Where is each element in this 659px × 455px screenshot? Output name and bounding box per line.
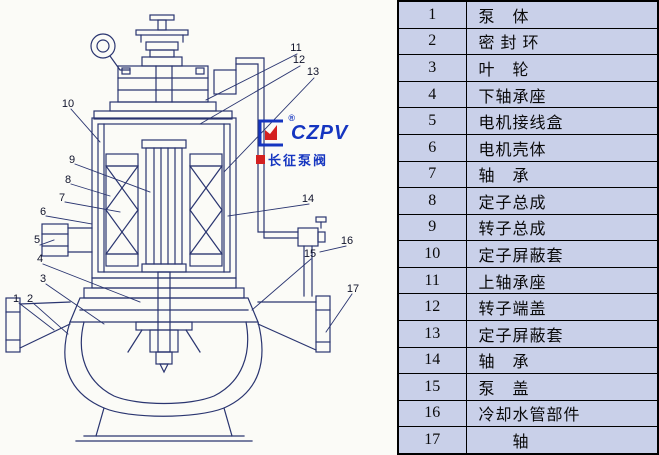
part-name: 密 封 环	[465, 27, 659, 56]
registered-mark: ®	[288, 113, 295, 123]
impeller	[127, 321, 201, 374]
pump-shaft	[157, 271, 171, 353]
callout-9: 9	[69, 154, 75, 166]
table-row: 12 转子端盖	[397, 293, 659, 321]
part-name: 电机壳体	[465, 133, 659, 162]
part-name: 电机接线盒	[465, 107, 659, 135]
part-number: 12	[397, 293, 467, 321]
callout-10: 10	[62, 98, 74, 110]
part-name: 下轴承座	[465, 80, 659, 109]
part-name: 轴 承	[465, 160, 659, 189]
callout-16: 16	[341, 235, 353, 247]
table-row: 14 轴 承	[397, 346, 659, 375]
pump-body-volute	[64, 321, 263, 417]
brand-logo-icon: ®	[256, 113, 295, 148]
table-row: 6 电机壳体	[397, 133, 659, 162]
callout-6: 6	[40, 206, 46, 218]
part-name: 泵 盖	[465, 373, 659, 401]
callout-11: 11	[290, 42, 301, 54]
part-number: 10	[397, 240, 467, 268]
callout-13: 13	[307, 66, 319, 78]
callout-numbers: 1 2 3 4 5 6 7 8 9 10 11 12 13 14 15 16 1…	[13, 42, 359, 305]
part-name: 冷却水管部件	[465, 399, 659, 428]
callout-4: 4	[37, 253, 43, 265]
brand-subtitle: 长征泵阀	[256, 150, 352, 169]
callout-2: 2	[27, 293, 33, 305]
discharge-flange	[257, 295, 331, 353]
part-number: 7	[397, 160, 467, 189]
pump-cover	[69, 297, 259, 323]
part-name: 轴	[465, 426, 659, 455]
table-row: 4 下轴承座	[397, 80, 659, 109]
callout-17: 17	[347, 283, 359, 295]
callout-3: 3	[40, 273, 46, 285]
stator-winding-right	[189, 153, 223, 267]
table-row: 9 转子总成	[397, 213, 659, 242]
table-row: 16 冷却水管部件	[397, 399, 659, 428]
cooling-water-valve	[297, 216, 327, 297]
callout-14: 14	[302, 193, 314, 205]
part-number: 15	[397, 373, 467, 401]
callout-7: 7	[59, 192, 65, 204]
brand-logo: ® CZPV 长征泵阀	[256, 113, 352, 169]
suction-flange	[5, 297, 71, 353]
brand-name: CZPV	[291, 121, 349, 144]
brand-seal-icon	[256, 155, 265, 164]
table-row: 5 电机接线盒	[397, 107, 659, 135]
table-row: 7 轴 承	[397, 160, 659, 189]
part-name: 转子端盖	[465, 293, 659, 321]
callout-8: 8	[65, 174, 71, 186]
part-number: 5	[397, 107, 467, 135]
callout-1: 1	[13, 293, 19, 305]
part-number: 1	[397, 0, 467, 29]
part-number: 4	[397, 80, 467, 109]
table-row: 11 上轴承座	[397, 266, 659, 295]
base-support	[75, 407, 253, 442]
brand-subtitle-text: 长征泵阀	[268, 153, 329, 168]
brand-logo-top: ® CZPV	[256, 113, 352, 148]
leader-lines	[18, 53, 353, 335]
lifting-ring	[90, 33, 131, 71]
callout-15: 15	[304, 248, 316, 260]
part-number: 9	[397, 213, 467, 242]
part-name: 转子总成	[465, 213, 659, 242]
part-name: 定子总成	[465, 187, 659, 215]
part-number: 14	[397, 346, 467, 375]
part-number: 3	[397, 54, 467, 82]
table-row: 15 泵 盖	[397, 373, 659, 401]
part-number: 8	[397, 187, 467, 215]
table-row: 8 定子总成	[397, 187, 659, 215]
part-name: 定子屏蔽套	[465, 319, 659, 348]
table-row: 17 轴	[397, 426, 659, 455]
terminal-box	[41, 223, 93, 257]
upper-bearing-seat	[93, 65, 233, 120]
part-number: 13	[397, 319, 467, 348]
table-row: 1 泵 体	[397, 0, 659, 29]
part-number: 6	[397, 133, 467, 162]
part-name: 叶 轮	[465, 54, 659, 82]
part-number: 2	[397, 27, 467, 56]
lifting-handle	[135, 14, 189, 67]
table-row: 3 叶 轮	[397, 54, 659, 82]
part-name: 上轴承座	[465, 266, 659, 295]
part-name: 轴 承	[465, 346, 659, 375]
part-number: 17	[397, 426, 467, 455]
callout-5: 5	[34, 234, 40, 246]
part-number: 11	[397, 266, 467, 295]
table-row: 13 定子屏蔽套	[397, 319, 659, 348]
part-name: 定子屏蔽套	[465, 240, 659, 268]
part-name: 泵 体	[465, 0, 659, 29]
callout-12: 12	[293, 54, 305, 66]
table-row: 10 定子屏蔽套	[397, 240, 659, 268]
cooling-pipe	[213, 57, 299, 239]
lower-bearing-seat	[83, 277, 245, 299]
table-row: 2 密 封 环	[397, 27, 659, 56]
rotor-assembly	[141, 139, 187, 273]
stator-winding-left	[105, 153, 139, 267]
part-number: 16	[397, 399, 467, 428]
pump-cross-section-diagram: 1 2 3 4 5 6 7 8 9 10 11 12 13 14 15 16 1…	[5, 14, 359, 442]
parts-table: 1 泵 体 2 密 封 环 3 叶 轮 4 下轴承座 5 电机接线盒 6 电机壳…	[397, 0, 659, 455]
